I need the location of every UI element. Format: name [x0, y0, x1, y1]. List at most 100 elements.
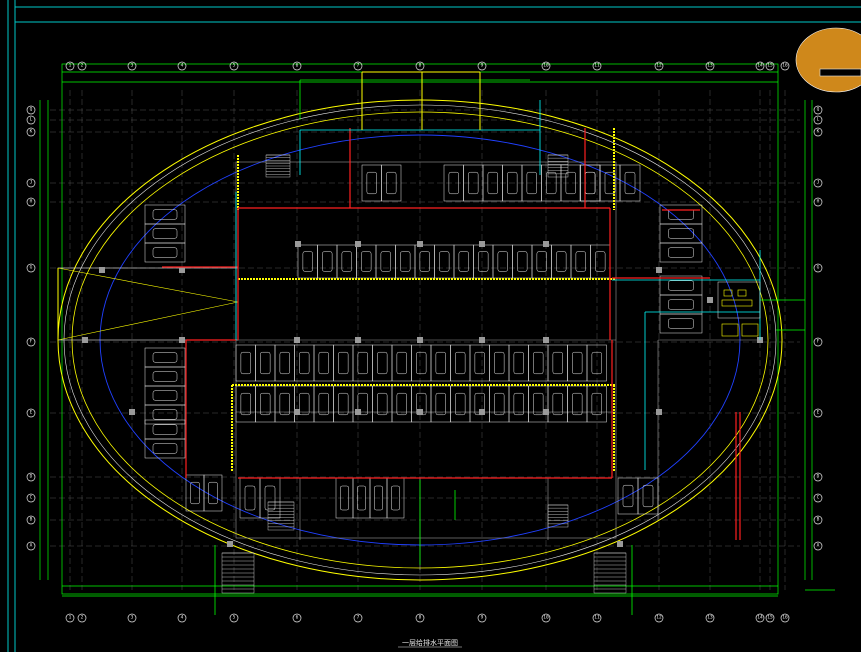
- site-key-plan-icon: [795, 27, 861, 93]
- parking-stall: [414, 244, 435, 279]
- axis-top-2: 2: [77, 61, 87, 71]
- column: [479, 241, 485, 247]
- column: [417, 241, 423, 247]
- column: [355, 241, 361, 247]
- axis-bottom-3-label: 3: [131, 615, 134, 621]
- parking-stall: [144, 347, 186, 368]
- axis-bottom-14: 14: [755, 613, 765, 623]
- axis-top-8: 8: [415, 61, 425, 71]
- parking-stall: [255, 385, 276, 423]
- axis-right-Q-label: Q: [817, 107, 820, 113]
- axis-right-F: F: [813, 337, 823, 347]
- axis-right-B-label: B: [817, 517, 820, 523]
- axis-right-E-label: E: [817, 410, 820, 416]
- parking-stall: [391, 385, 412, 423]
- parking-stall: [430, 385, 451, 423]
- column: [179, 337, 185, 343]
- parking-stall: [512, 244, 533, 279]
- parking-stall: [144, 438, 186, 459]
- axis-left-F: F: [26, 337, 36, 347]
- axis-bottom-10: 10: [541, 613, 551, 623]
- parking-stall: [453, 244, 474, 279]
- axis-bottom-11-label: 11: [594, 615, 600, 621]
- drawing-frame: [7, 0, 861, 652]
- yellow-wall-bands: [231, 128, 616, 472]
- parking-stall: [659, 313, 703, 334]
- axis-right-C: C: [813, 493, 823, 503]
- red-water-supply-pipes: [162, 128, 741, 540]
- axis-top-1-label: 1: [69, 63, 72, 69]
- parking-stall: [297, 244, 318, 279]
- axis-left-A-label: A: [30, 543, 33, 549]
- drawing-title-block: 一层给排水平面图: [398, 638, 462, 648]
- axis-right-E: E: [813, 408, 823, 418]
- axis-bottom-5-label: 5: [233, 615, 236, 621]
- column: [99, 267, 105, 273]
- axis-bottom-15: 15: [765, 613, 775, 623]
- column: [617, 541, 623, 547]
- axis-right-H-label: H: [817, 199, 820, 205]
- axis-top-7: 7: [353, 61, 363, 71]
- axis-bottom-14-label: 14: [757, 615, 763, 621]
- axis-bottom-10-label: 10: [543, 615, 549, 621]
- column: [543, 337, 549, 343]
- axis-bottom-6: 6: [292, 613, 302, 623]
- parking-stall: [450, 385, 471, 423]
- parking-stall: [144, 366, 186, 387]
- axis-right-G: G: [813, 263, 823, 273]
- parking-stall: [144, 242, 186, 263]
- parking-stall: [395, 244, 416, 279]
- parking-stall: [381, 164, 402, 202]
- parking-stall: [567, 344, 588, 382]
- pump-room: [717, 281, 761, 337]
- axis-top-7-label: 7: [357, 63, 360, 69]
- axis-left-B: B: [26, 515, 36, 525]
- axis-left-E-label: E: [30, 410, 33, 416]
- axis-right-L-label: L: [817, 117, 820, 123]
- parking-stall: [473, 244, 494, 279]
- parking-stall: [391, 344, 412, 382]
- parking-stall: [659, 294, 703, 315]
- parking-stall: [333, 344, 354, 382]
- parking-stall: [586, 344, 607, 382]
- parking-stall: [144, 385, 186, 406]
- axis-top-1: 1: [65, 61, 75, 71]
- axis-left-L-label: L: [30, 117, 33, 123]
- axis-bottom-2-label: 2: [81, 615, 84, 621]
- parking-stall: [508, 385, 529, 423]
- parking-stall: [372, 344, 393, 382]
- column: [656, 267, 662, 273]
- axis-left-B-label: B: [30, 517, 33, 523]
- parking-stall: [313, 385, 334, 423]
- column: [294, 409, 300, 415]
- column: [656, 409, 662, 415]
- parking-stalls: [144, 164, 703, 519]
- axis-left-C: C: [26, 493, 36, 503]
- drawing-title: 一层给排水平面图: [402, 638, 458, 647]
- axis-right-F-label: F: [817, 339, 820, 345]
- axis-top-3-label: 3: [131, 63, 134, 69]
- axis-bottom-7-label: 7: [357, 615, 360, 621]
- structural-walls: [235, 161, 760, 570]
- axis-left-Q: Q: [26, 105, 36, 115]
- axis-top-12-label: 12: [656, 63, 662, 69]
- parking-stall: [659, 242, 703, 263]
- parking-stall: [235, 385, 256, 423]
- axis-top-5-label: 5: [233, 63, 236, 69]
- axis-right-D-label: D: [817, 474, 820, 480]
- axis-top-6-label: 6: [296, 63, 299, 69]
- axis-top-12: 12: [654, 61, 664, 71]
- column: [227, 541, 233, 547]
- axis-left-C-label: C: [30, 495, 33, 501]
- axis-top-13-label: 13: [707, 63, 713, 69]
- parking-stall: [531, 244, 552, 279]
- parking-stall: [356, 244, 377, 279]
- axis-right-G-label: G: [817, 265, 820, 271]
- parking-stall: [352, 344, 373, 382]
- axis-top-11-label: 11: [594, 63, 600, 69]
- parking-stall: [551, 244, 572, 279]
- axis-top-10: 10: [541, 61, 551, 71]
- axis-right-K-label: K: [817, 129, 820, 135]
